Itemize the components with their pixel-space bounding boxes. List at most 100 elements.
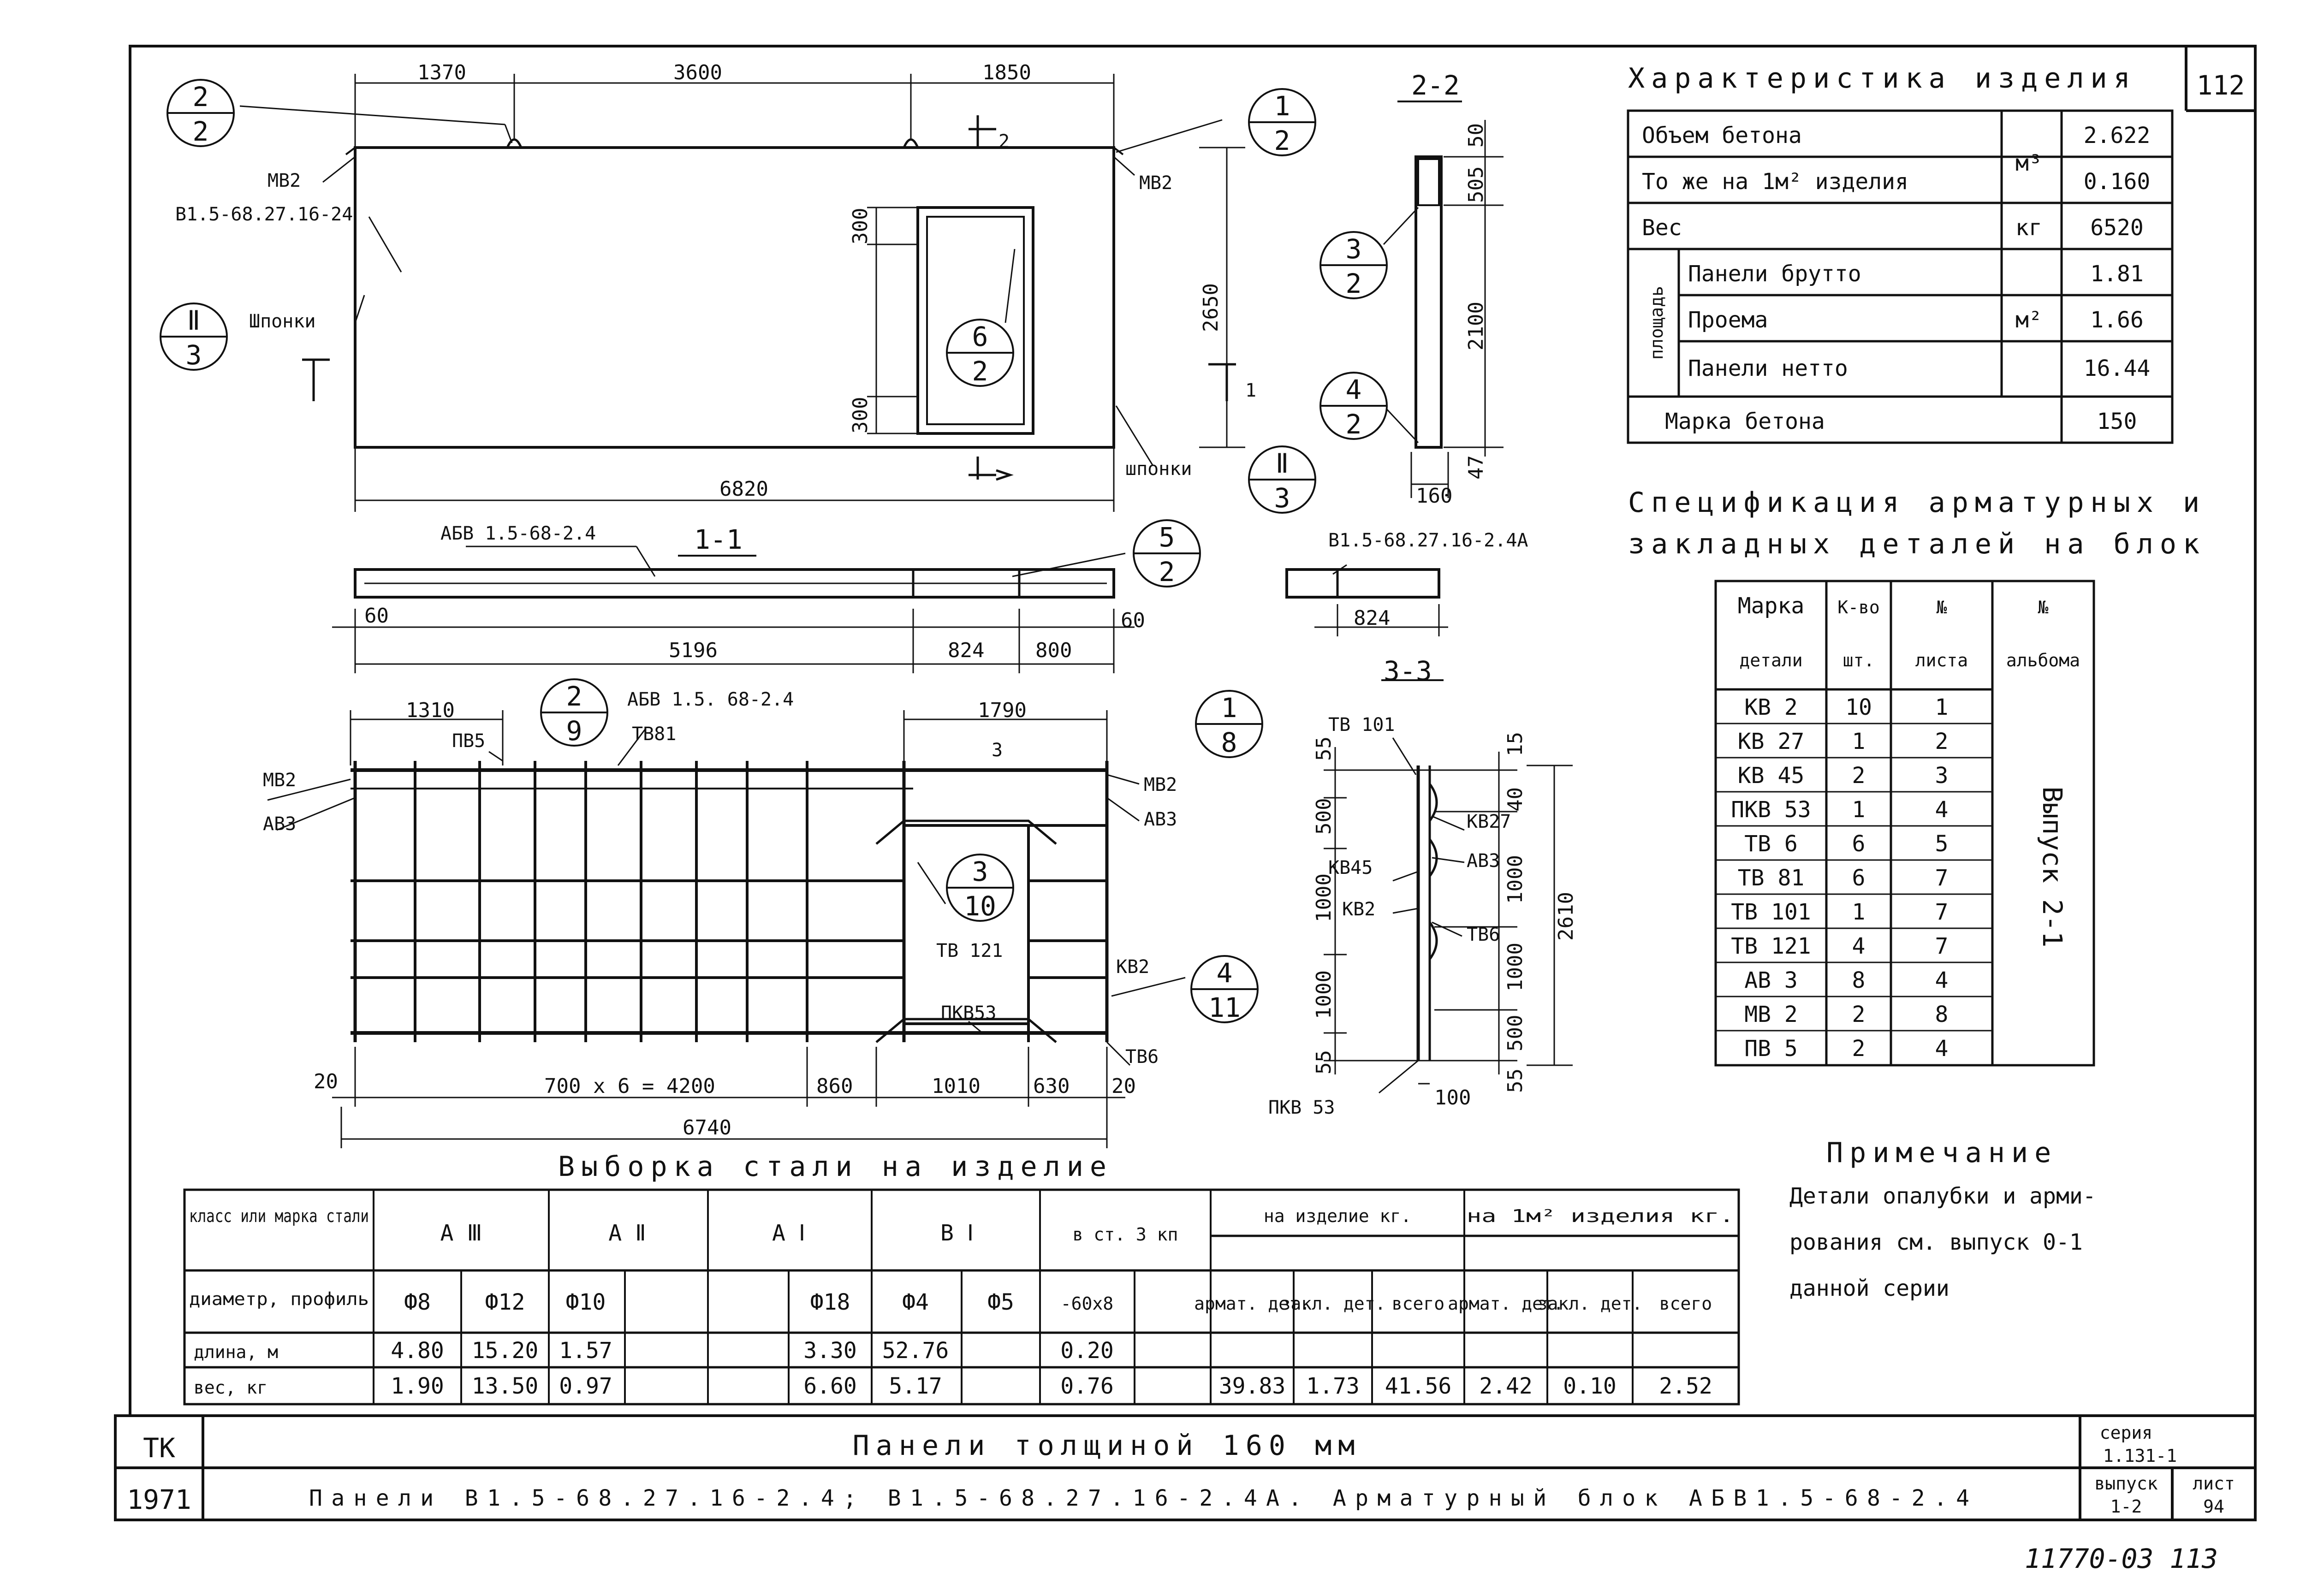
callout-2-3-top: Ⅱ	[187, 305, 201, 336]
dim-55-bottom: 55	[1312, 1050, 1336, 1074]
panel-view	[239, 74, 1245, 512]
label-kv45: КВ45	[1328, 857, 1373, 878]
steel-row-weight: вес, кг	[194, 1377, 267, 1398]
dim-55-right: 55	[1504, 1068, 1527, 1093]
dim-55-top: 55	[1312, 736, 1336, 761]
spec-cell-sheet: 2	[1935, 729, 1949, 754]
spec-cell-mark: КВ 2	[1744, 694, 1798, 720]
callout-4-11-bottom: 11	[1208, 992, 1241, 1023]
dim-505: 505	[1464, 166, 1488, 203]
cut-mark-1-top: 1	[1245, 380, 1256, 401]
cut-mark-3: 3	[992, 740, 1003, 761]
spec-cell-qty: 6	[1852, 831, 1866, 857]
len-60x8: 0.20	[1060, 1338, 1114, 1364]
callout-1-2-bottom: 2	[1274, 125, 1290, 156]
characteristics-title: Характеристика изделия	[1628, 62, 2137, 95]
spec-cell-sheet: 4	[1935, 797, 1949, 823]
steel-header-class: класс или марка стали	[189, 1206, 369, 1226]
label-mv2-block-left: МВ2	[263, 770, 296, 791]
cut-mark-2-top: 2	[998, 131, 1010, 152]
spec-table	[1714, 580, 2095, 1067]
issue-value: 1-2	[2110, 1496, 2142, 1517]
callout-1-8-top: 1	[1221, 692, 1237, 724]
label-kv27: КВ27	[1467, 811, 1511, 832]
spec-row-lines	[1716, 723, 1992, 1032]
spec-cell-mark: КВ 27	[1738, 729, 1805, 754]
dim-100: 100	[1434, 1086, 1471, 1109]
section-2-2	[1383, 101, 1504, 498]
row-area-label: площадь	[1646, 286, 1667, 360]
steel-header-st3: в ст. 3 кп	[1073, 1224, 1178, 1245]
val-net: 16.44	[2084, 356, 2151, 381]
spec-cell-mark: ПВ 5	[1744, 1036, 1798, 1062]
note-line-1: Детали опалубки и арми-	[1789, 1183, 2096, 1209]
block-horizontals	[351, 879, 1107, 979]
steel-row-length: длина, м	[194, 1342, 278, 1362]
steel-table-columns	[373, 1190, 1634, 1404]
steel-header-total-m2: всего	[1659, 1293, 1712, 1314]
dim-5196: 5196	[669, 639, 718, 662]
dim-15: 15	[1504, 732, 1527, 756]
spec-cell-qty: 6	[1852, 865, 1866, 891]
label-av3-block-right: АВ3	[1144, 809, 1177, 830]
sheet-number: 112	[2197, 70, 2245, 101]
spec-cell-mark: ТВ 121	[1731, 933, 1811, 959]
spec-cell-qty: 2	[1852, 763, 1866, 789]
title-main: Панели толщиной 160 мм	[853, 1430, 1361, 1462]
characteristics-table	[1627, 109, 2174, 444]
spec-header-mark-2: детали	[1739, 650, 1802, 670]
steel-title: Выборка стали на изделие	[558, 1151, 1113, 1183]
section-3-3	[1285, 564, 1448, 681]
block-dims	[267, 710, 1186, 1148]
spec-cell-qty: 2	[1852, 1002, 1866, 1027]
dim-6820: 6820	[719, 477, 768, 501]
steel-header-a1: А Ⅰ	[772, 1220, 805, 1246]
callouts-2-2	[1319, 231, 1388, 440]
steel-header-b1: В Ⅰ	[940, 1220, 974, 1246]
callout-2-2-bottom: 2	[193, 116, 209, 147]
dim-824-33: 824	[1354, 606, 1390, 630]
steel-header-diameter: диаметр, профиль	[189, 1289, 369, 1309]
spec-cell-qty: 1	[1852, 729, 1866, 754]
steel-header-armat-m2: армат. дет.	[1448, 1293, 1564, 1314]
wt-10: 0.97	[559, 1373, 612, 1399]
steel-header-zakl-m2: закл. дет.	[1537, 1293, 1643, 1314]
wt-m2-total: 2.52	[1659, 1373, 1712, 1399]
callout-2-3r-bottom: 3	[1274, 482, 1290, 514]
spec-cell-mark: ТВ 101	[1731, 899, 1811, 925]
spec-album-value: Выпуск 2-1	[2037, 786, 2068, 947]
wt-8: 1.90	[391, 1373, 444, 1399]
steel-header-zakl: закл. дет.	[1280, 1293, 1386, 1314]
dim-500-right: 500	[1504, 1015, 1527, 1051]
spec-header-mark-1: Марка	[1738, 593, 1805, 619]
diam-8: Ф8	[404, 1289, 431, 1315]
spec-cell-sheet: 7	[1935, 865, 1949, 891]
label-tv101: ТВ 101	[1328, 714, 1395, 736]
dim-2650: 2650	[1199, 283, 1223, 332]
title-tk: ТК	[143, 1432, 175, 1464]
callout-2-2-top: 2	[193, 81, 209, 113]
dim-160: 160	[1416, 484, 1452, 508]
block-verticals	[414, 761, 808, 1042]
spec-cell-mark: МВ 2	[1744, 1002, 1798, 1027]
spec-title-1: Спецификация арматурных и	[1628, 487, 2206, 519]
list-value: 94	[2203, 1496, 2224, 1517]
dim-1000-right-b: 1000	[1504, 943, 1527, 991]
dim-824: 824	[948, 639, 984, 662]
spec-cell-qty: 8	[1852, 967, 1866, 993]
spec-cell-sheet: 5	[1935, 831, 1949, 857]
dim-1000-left-a: 1000	[1312, 873, 1336, 922]
row-grade: Марка бетона	[1665, 409, 1825, 434]
callouts-panel	[160, 79, 1316, 514]
steel-header-a3: А Ⅲ	[440, 1220, 482, 1246]
block-mark: АБВ 1.5. 68-2.4	[627, 689, 794, 710]
spec-cell-mark: АВ 3	[1744, 967, 1798, 993]
callout-3-2-bottom: 2	[1346, 268, 1362, 299]
spec-title-2: закладных деталей на блок	[1628, 528, 2206, 560]
callout-2-3r-top: Ⅱ	[1276, 448, 1289, 479]
steel-header-m2: на 1м² изделия кг.	[1467, 1206, 1734, 1226]
steel-header-item: на изделие кг.	[1264, 1206, 1411, 1226]
steel-header-armat: армат. дет.	[1194, 1293, 1310, 1314]
dim-6740: 6740	[683, 1116, 731, 1139]
label-pkv53-block: ПКВ53	[941, 1003, 996, 1024]
